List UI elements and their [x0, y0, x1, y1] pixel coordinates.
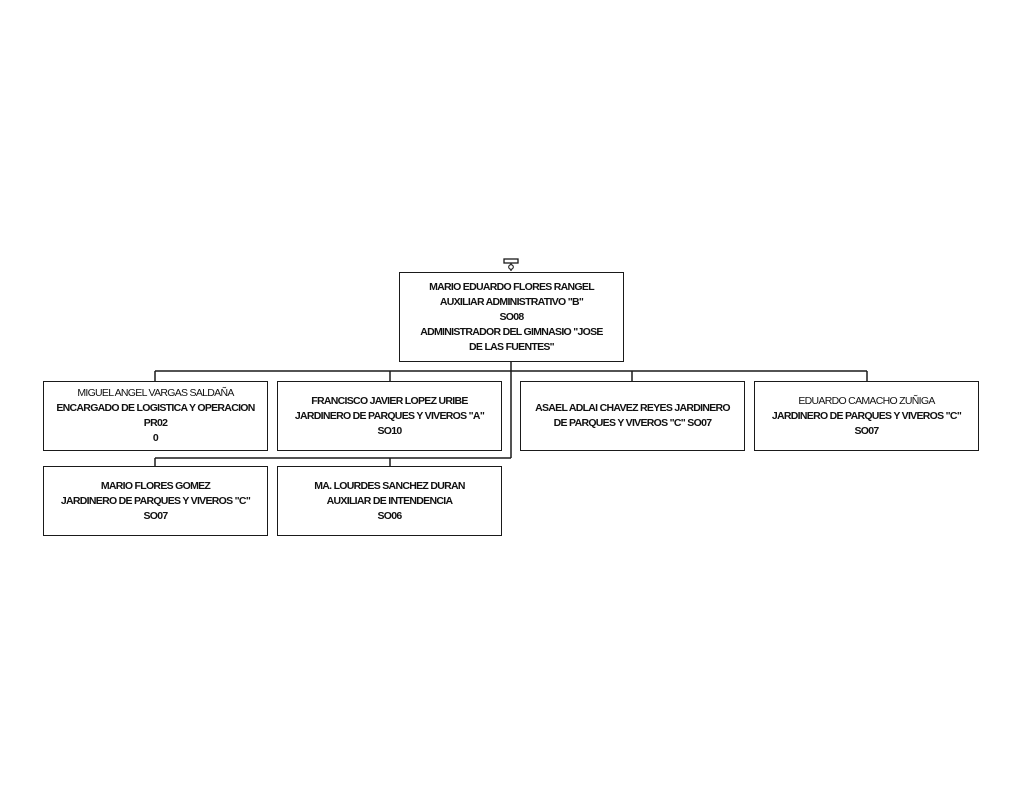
child-2-code: SO10 [377, 424, 402, 437]
root-node[interactable]: MARIO EDUARDO FLORES RANGEL AUXILIAR ADM… [399, 272, 624, 362]
child-3-line2: DE PARQUES Y VIVEROS "C" SO07 [553, 417, 712, 429]
child-5-name: MARIO FLORES GOMEZ [100, 479, 211, 492]
child-2-position: JARDINERO DE PARQUES Y VIVEROS "A" [294, 409, 485, 422]
root-code: SO08 [499, 310, 524, 323]
child-5-code: SO07 [143, 509, 168, 522]
child-6-position: AUXILIAR DE INTENDENCIA [326, 494, 453, 507]
child-node-5[interactable]: MARIO FLORES GOMEZ JARDINERO DE PARQUES … [43, 466, 268, 536]
root-department-line1: ADMINISTRADOR DEL GIMNASIO "JOSE [420, 325, 603, 338]
child-2-name: FRANCISCO JAVIER LOPEZ URIBE [311, 394, 468, 407]
child-4-position: JARDINERO DE PARQUES Y VIVEROS "C" [771, 409, 962, 422]
root-department-line2: DE LAS FUENTES" [469, 340, 555, 353]
child-node-1[interactable]: MIGUEL ANGEL VARGAS SALDAÑA ENCARGADO DE… [43, 381, 268, 451]
root-position: AUXILIAR ADMINISTRATIVO "B" [439, 295, 584, 308]
child-4-name: EDUARDO CAMACHO ZUÑIGA [798, 394, 935, 407]
child-6-code: SO06 [377, 509, 402, 522]
child-3-line1: ASAEL ADLAI CHAVEZ REYES JARDINERO [535, 402, 730, 414]
child-6-name: MA. LOURDES SANCHEZ DURAN [314, 479, 465, 492]
child-1-extra: 0 [152, 432, 159, 444]
child-node-6[interactable]: MA. LOURDES SANCHEZ DURAN AUXILIAR DE IN… [277, 466, 502, 536]
child-node-3[interactable]: ASAEL ADLAI CHAVEZ REYES JARDINERO DE PA… [520, 381, 745, 451]
collapse-toggle-icon[interactable] [503, 258, 519, 272]
root-name: MARIO EDUARDO FLORES RANGEL [429, 280, 595, 293]
child-node-4[interactable]: EDUARDO CAMACHO ZUÑIGA JARDINERO DE PARQ… [754, 381, 979, 451]
child-1-code: PR02 [143, 417, 168, 429]
child-1-name: MIGUEL ANGEL VARGAS SALDAÑA [77, 387, 234, 399]
child-1-position: ENCARGADO DE LOGISTICA Y OPERACION [56, 402, 255, 414]
child-node-2[interactable]: FRANCISCO JAVIER LOPEZ URIBE JARDINERO D… [277, 381, 502, 451]
child-5-position: JARDINERO DE PARQUES Y VIVEROS "C" [60, 494, 251, 507]
child-4-code: SO07 [854, 424, 879, 437]
